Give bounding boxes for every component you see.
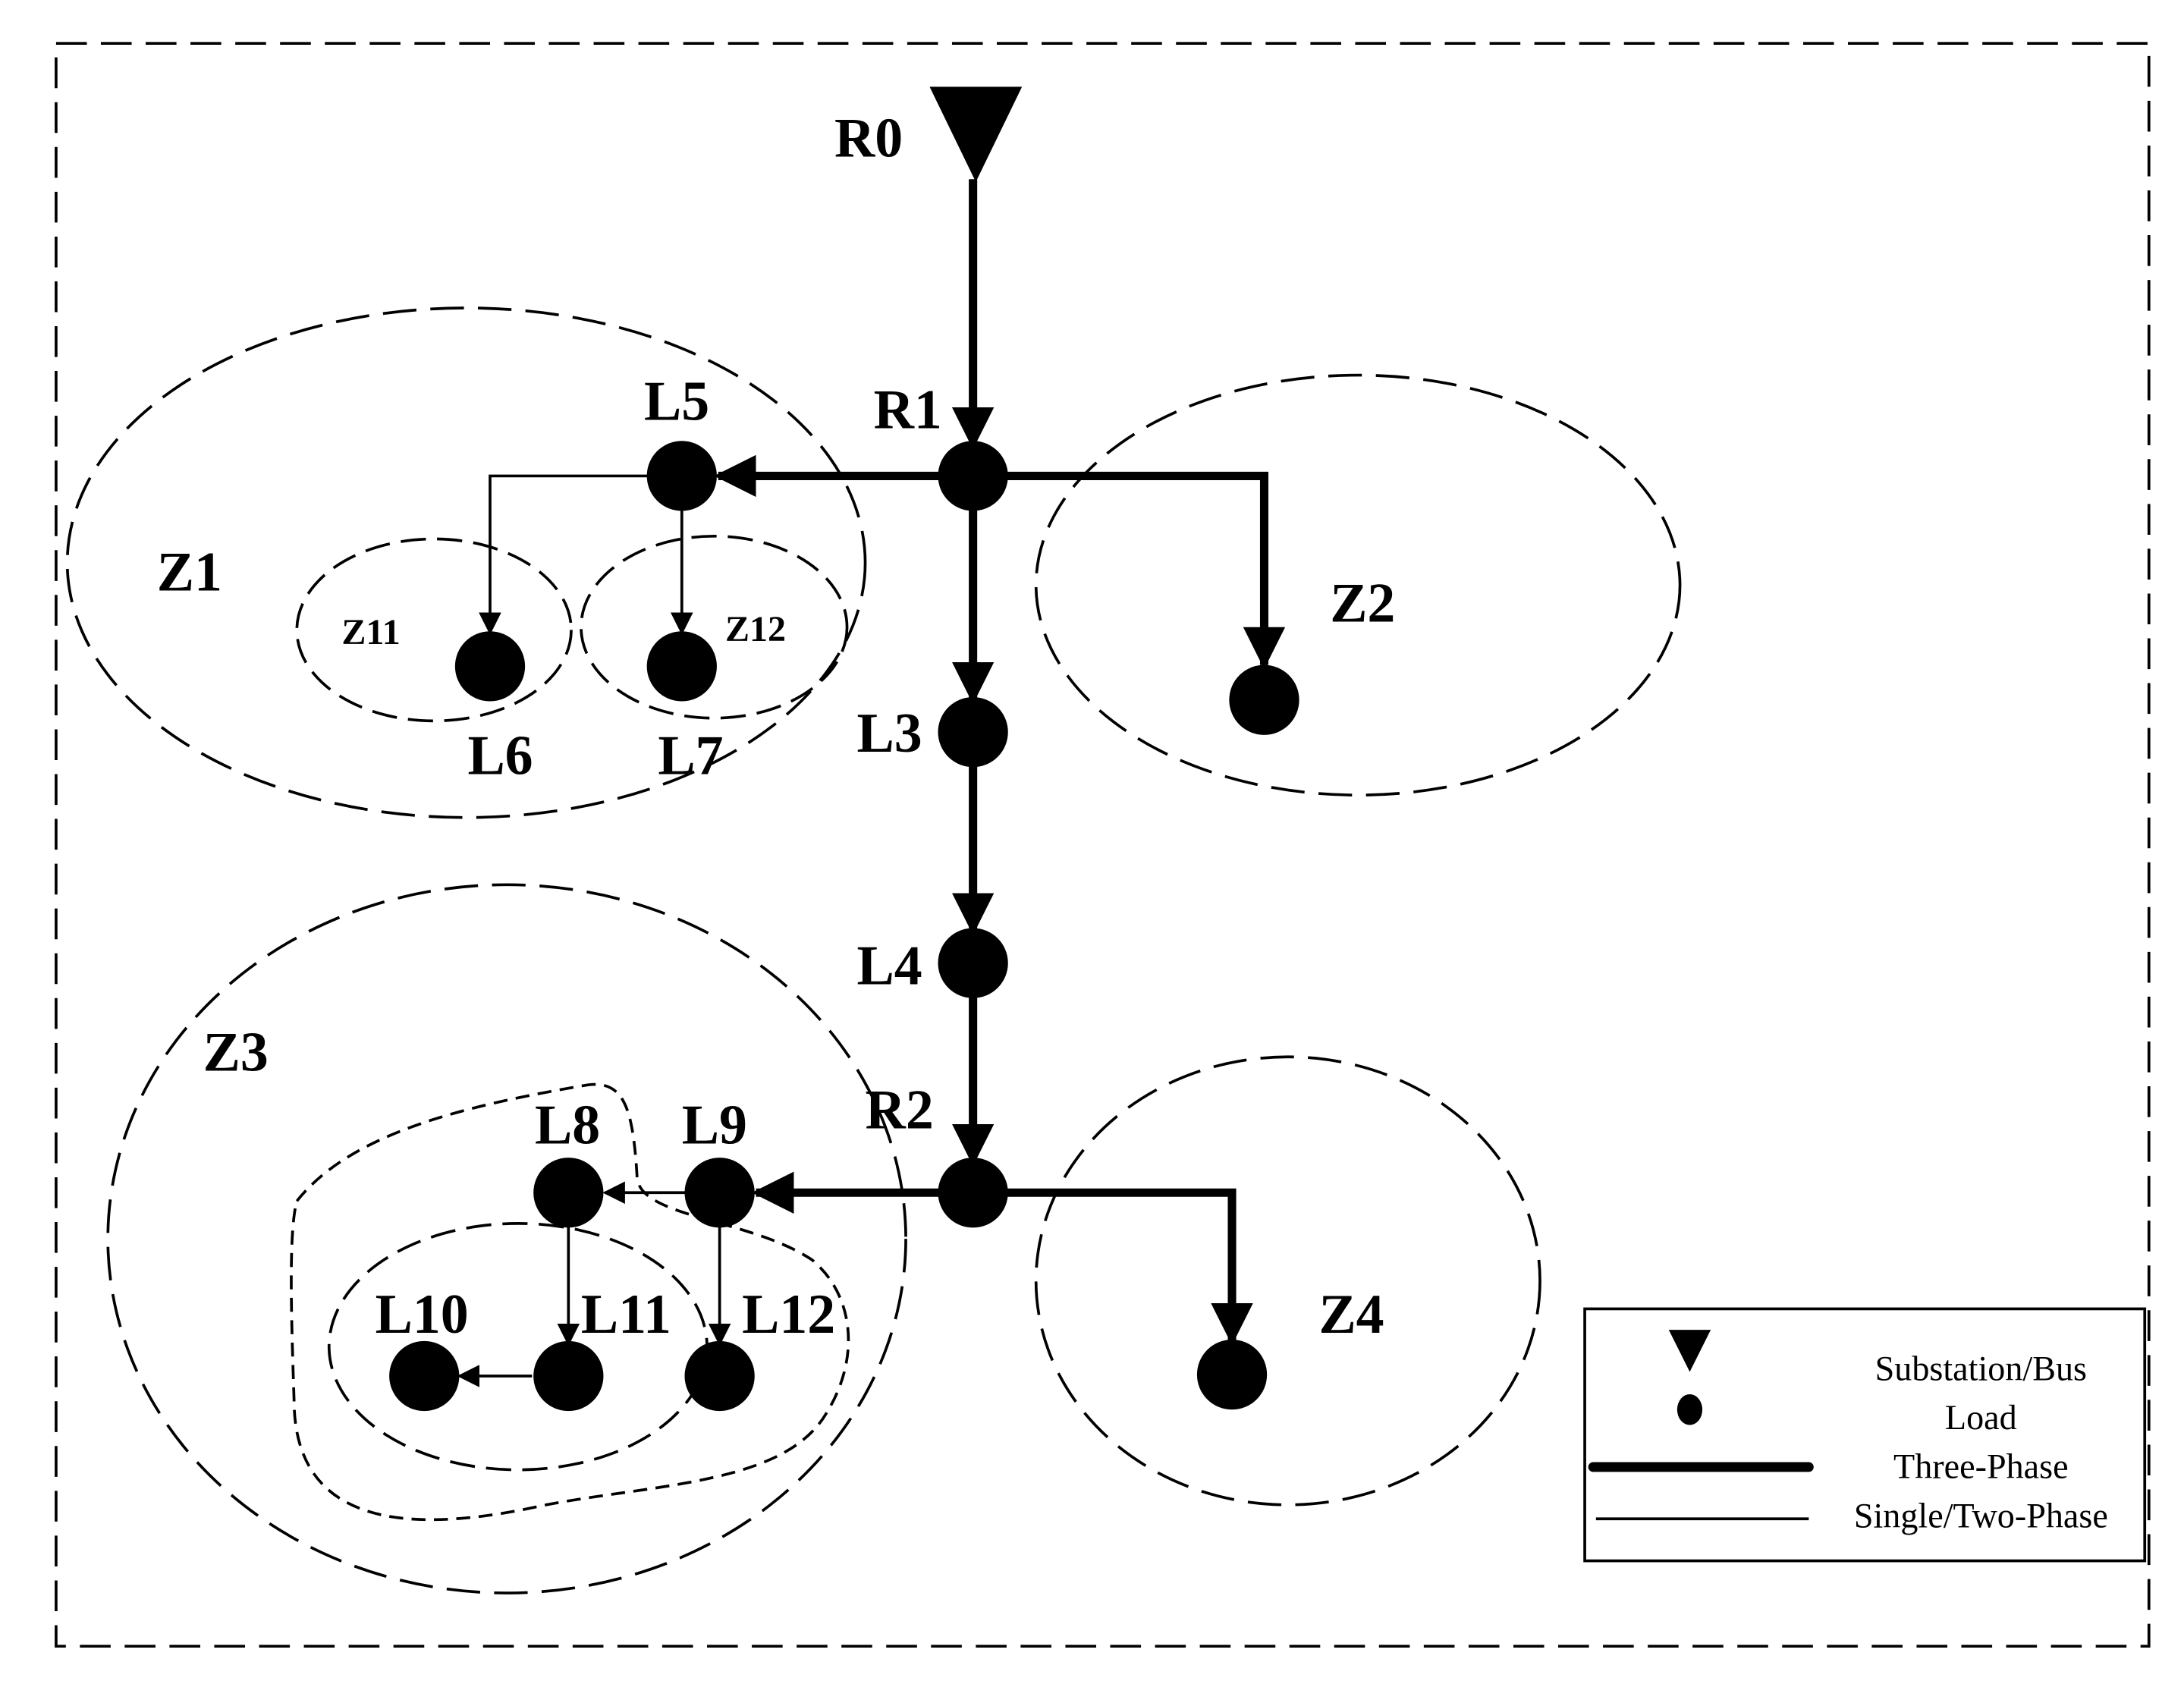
legend-load-label: Load	[1945, 1398, 2017, 1437]
label-l11: L11	[581, 1283, 671, 1345]
node-z2-load	[1229, 664, 1299, 735]
label-r0: R0	[834, 107, 903, 169]
node-labels: R0 R1 L5 L6 L7 L3 L4 R2 L8 L9 L10 L11 L1…	[376, 107, 942, 1345]
node-l4	[938, 928, 1008, 998]
label-z11: Z11	[341, 612, 400, 652]
feeder-r2-z4	[973, 1188, 1253, 1346]
label-l10: L10	[376, 1283, 469, 1345]
zone-labels: Z1 Z2 Z3 Z4 Z11 Z12	[157, 541, 1396, 1345]
node-l7	[646, 631, 717, 702]
label-z3: Z3	[203, 1021, 269, 1083]
feeder-r1-z2	[973, 471, 1286, 670]
label-l7: L7	[658, 724, 723, 786]
node-l5	[646, 441, 717, 511]
node-r1	[938, 441, 1008, 511]
label-z1: Z1	[157, 541, 222, 603]
single-phase-lines	[457, 474, 731, 1387]
node-l11	[533, 1340, 604, 1412]
label-z4: Z4	[1318, 1283, 1384, 1345]
three-phase-lines	[714, 179, 1286, 1346]
node-z4-load	[1196, 1340, 1268, 1410]
node-l8	[533, 1158, 604, 1228]
label-l9: L9	[682, 1094, 747, 1156]
legend: Substation/Bus Load Three-Phase Single/T…	[1583, 1307, 2147, 1563]
legend-load-icon	[1676, 1394, 1703, 1425]
zone-z2-boundary	[1034, 373, 1682, 797]
label-z2: Z2	[1330, 571, 1395, 633]
substation-r0-icon	[929, 86, 1023, 182]
zone-z3-loop-boundary	[327, 1222, 709, 1472]
zone-z3-boundary	[106, 883, 907, 1594]
label-r2: R2	[866, 1078, 934, 1140]
zone-z4-boundary	[1034, 1055, 1541, 1506]
node-l3	[938, 697, 1008, 768]
nodes	[389, 441, 1299, 1412]
zone-z12-boundary	[580, 534, 849, 720]
outer-frame	[55, 42, 2151, 1648]
node-l10	[389, 1340, 460, 1412]
legend-single-phase-label: Single/Two-Phase	[1854, 1496, 2108, 1535]
node-l6	[454, 631, 526, 702]
label-z12: Z12	[725, 609, 786, 649]
legend-three-phase-label: Three-Phase	[1893, 1447, 2069, 1486]
label-l5: L5	[644, 370, 709, 432]
zone-z3-inner-boundary	[290, 1082, 850, 1522]
legend-substation-label: Substation/Bus	[1875, 1349, 2087, 1388]
label-l12: L12	[742, 1283, 835, 1345]
lateral-l5-l6	[479, 474, 682, 636]
label-l3: L3	[856, 702, 922, 764]
label-l6: L6	[467, 724, 533, 786]
node-l9	[684, 1158, 755, 1228]
label-r1: R1	[874, 379, 942, 441]
zone-z11-boundary	[295, 537, 573, 723]
label-l8: L8	[535, 1094, 600, 1156]
node-r2	[938, 1158, 1008, 1228]
zone-z1-boundary	[65, 306, 867, 819]
label-l4: L4	[856, 934, 922, 996]
node-l12	[684, 1340, 755, 1412]
legend-substation-icon	[1668, 1330, 1711, 1372]
